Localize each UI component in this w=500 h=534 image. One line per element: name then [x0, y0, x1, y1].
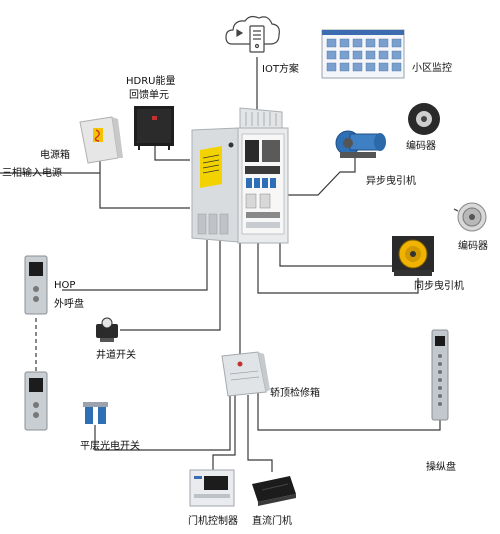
dc-door-motor-label: 直流门机	[252, 516, 292, 527]
community-monitor-label: 小区监控	[412, 63, 452, 74]
iot-label: IOT方案	[262, 64, 299, 75]
car-top-inspection-box-icon	[221, 351, 270, 397]
encoder-icon-middle	[453, 202, 487, 232]
async-machine-label: 异步曳引机	[366, 176, 416, 187]
hdru-label-line1: HDRU能量	[126, 76, 176, 87]
shaft-switch-icon	[96, 317, 118, 342]
hdru-unit-icon	[134, 106, 174, 150]
hop-panel-icon-top	[24, 255, 48, 315]
control-cabinet	[191, 107, 289, 244]
door-controller-icon	[189, 469, 235, 507]
connection-lines	[0, 57, 441, 472]
hop-label: HOP	[54, 280, 76, 291]
encoder-middle-label: 编码器	[458, 241, 488, 252]
hall-call-label: 外呼盘	[54, 299, 84, 310]
hdru-label-line2: 回馈单元	[129, 90, 169, 101]
iot-cloud-icon	[225, 15, 280, 53]
car-top-box-label: 轿顶检修箱	[270, 388, 320, 399]
sync-traction-machine-icon	[392, 236, 434, 276]
hop-panel-icon-bottom	[24, 371, 48, 431]
monitoring-dashboard-icon	[321, 29, 405, 79]
level-photo-switch-icon	[83, 402, 108, 424]
level-switch-label: 平层光电开关	[80, 441, 140, 452]
sync-machine-label: 同步曳引机	[414, 281, 464, 292]
power-box-label: 电源箱	[40, 150, 70, 161]
door-controller-label: 门机控制器	[188, 516, 238, 527]
async-traction-machine-icon	[335, 130, 386, 158]
encoder-icon-top	[408, 103, 440, 135]
encoder-top-label: 编码器	[406, 141, 436, 152]
operating-panel-label: 操纵盘	[426, 462, 456, 473]
three-phase-input-label: 三相输入电源	[2, 168, 62, 179]
operating-panel-icon	[431, 329, 449, 421]
shaft-switch-label: 井道开关	[96, 350, 136, 361]
power-box-icon	[79, 116, 123, 164]
dc-door-motor-icon	[252, 476, 296, 506]
